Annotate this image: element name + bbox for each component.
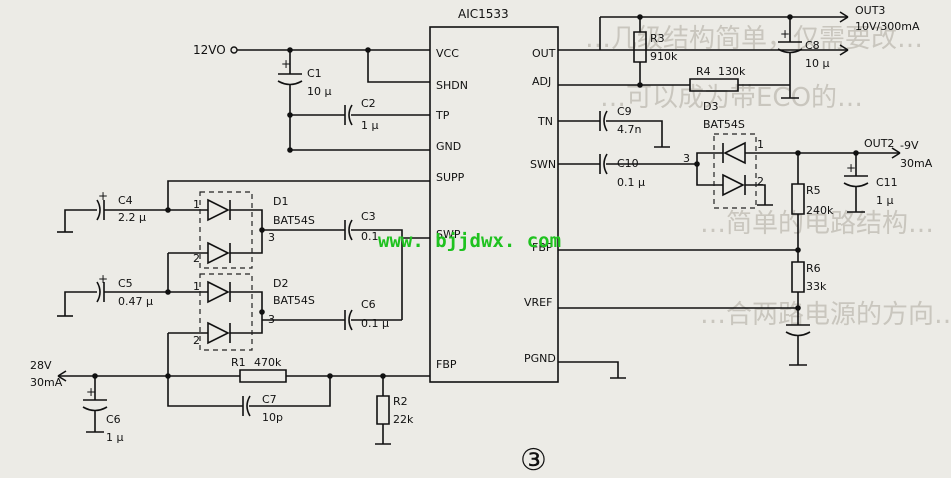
ic-body [429,26,559,383]
label-out2-volt: -9V [900,139,919,152]
ic-name: AIC1533 [458,7,509,21]
d3-pin1: 1 [757,138,764,151]
r6-ref: R6 [806,262,821,275]
label-out2: OUT2 [864,137,894,150]
bg-text-1: …几级结构简单，仅需要改… [585,24,923,54]
c11-ref: C11 [876,176,898,189]
r5-value: 240k [806,204,834,217]
c8-value: 10 μ [805,57,830,70]
d3-pin3: 3 [683,152,690,165]
pin-supp: SUPP [436,171,465,184]
r5-ref: R5 [806,184,821,197]
pin-swn: SWN [530,158,556,171]
c1-ref: C1 [307,67,322,80]
c9-ref: C9 [617,105,632,118]
c6b-ref: C6 [106,413,121,426]
r4-ref: R4 [696,65,711,78]
d1-ref: D1 [273,195,288,208]
c4-ref: C4 [118,194,133,207]
c1-value: 10 μ [307,85,332,98]
c2-value: 1 μ [361,119,379,132]
c6b-value: 1 μ [106,431,124,444]
pin-tn: TN [537,115,553,128]
c3-value: 0.1 [361,230,379,243]
input-terminal-icon [230,46,238,54]
r1-value: 470k [254,356,282,369]
r6-value: 33k [806,280,827,293]
c7-value: 10p [262,411,283,424]
label-out3-spec: 10V/300mA [855,20,920,33]
d1-part: BAT54S [273,214,315,227]
c5-value: 0.47 μ [118,295,153,308]
c2-ref: C2 [361,97,376,110]
c1-plus: + [281,57,291,71]
c11-value: 1 μ [876,194,894,207]
bg-text-2: …可以成为带ECO的… [600,83,863,113]
bg-text-4: …合两路电源的方向… [700,300,951,330]
d2-ref: D2 [273,277,288,290]
d1-pin3: 3 [268,231,275,244]
pin-out: OUT [532,47,556,60]
r2-ref: R2 [393,395,408,408]
c4-plus: + [98,189,108,203]
c8-ref: C8 [805,39,820,52]
d2-pin2: 2 [193,334,200,347]
r1-ref: R1 [231,356,246,369]
pin-pgnd: PGND [524,352,556,365]
d3-part: BAT54S [703,118,745,131]
background-text: …几级结构简单，仅需要改… …可以成为带ECO的… …简单的电路结构… …合两路… [585,24,951,330]
label-12v-in: 12VO [193,43,226,57]
c6a-ref: C6 [361,298,376,311]
figure-mark: ③ [520,443,547,478]
label-out2-current: 30mA [900,157,933,170]
pin-vref: VREF [524,296,552,309]
c5-plus: + [98,272,108,286]
pin-vcc: VCC [436,47,459,60]
label-28v-current: 30mA [30,376,63,389]
pin-swp: SWP [436,228,461,241]
bg-text-3: …简单的电路结构… [700,209,934,239]
c9-value: 4.7n [617,123,641,136]
pin-tp: TP [435,109,450,122]
r2-value: 22k [393,413,414,426]
c6b-plus: + [86,385,96,399]
pin-fbp-left: FBP [436,358,457,371]
r3-ref: R3 [650,32,665,45]
d2-pin1: 1 [193,280,200,293]
d2-part: BAT54S [273,294,315,307]
c3-ref: C3 [361,210,376,223]
watermark: www. bjjdwx. com [378,230,561,252]
d1-pin1: 1 [193,198,200,211]
r4-value: 130k [718,65,746,78]
c5-ref: C5 [118,277,133,290]
c6a-value: 0.1 μ [361,317,389,330]
pin-adj: ADJ [532,75,551,88]
c10-ref: C10 [617,157,639,170]
label-out3: OUT3 [855,4,885,17]
c10-value: 0.1 μ [617,176,645,189]
label-28v: 28V [30,359,52,372]
c8-plus: + [780,27,790,41]
pin-gnd: GND [436,140,461,153]
c11-plus: + [846,161,856,175]
c4-value: 2.2 μ [118,211,146,224]
d1-pin2: 2 [193,252,200,265]
r3-value: 910k [650,50,678,63]
c7-ref: C7 [262,393,277,406]
d3-pin2: 2 [757,175,764,188]
pin-shdn: SHDN [436,79,468,92]
d3-ref: D3 [703,100,718,113]
pin-fbp-right: FBP [532,241,553,254]
